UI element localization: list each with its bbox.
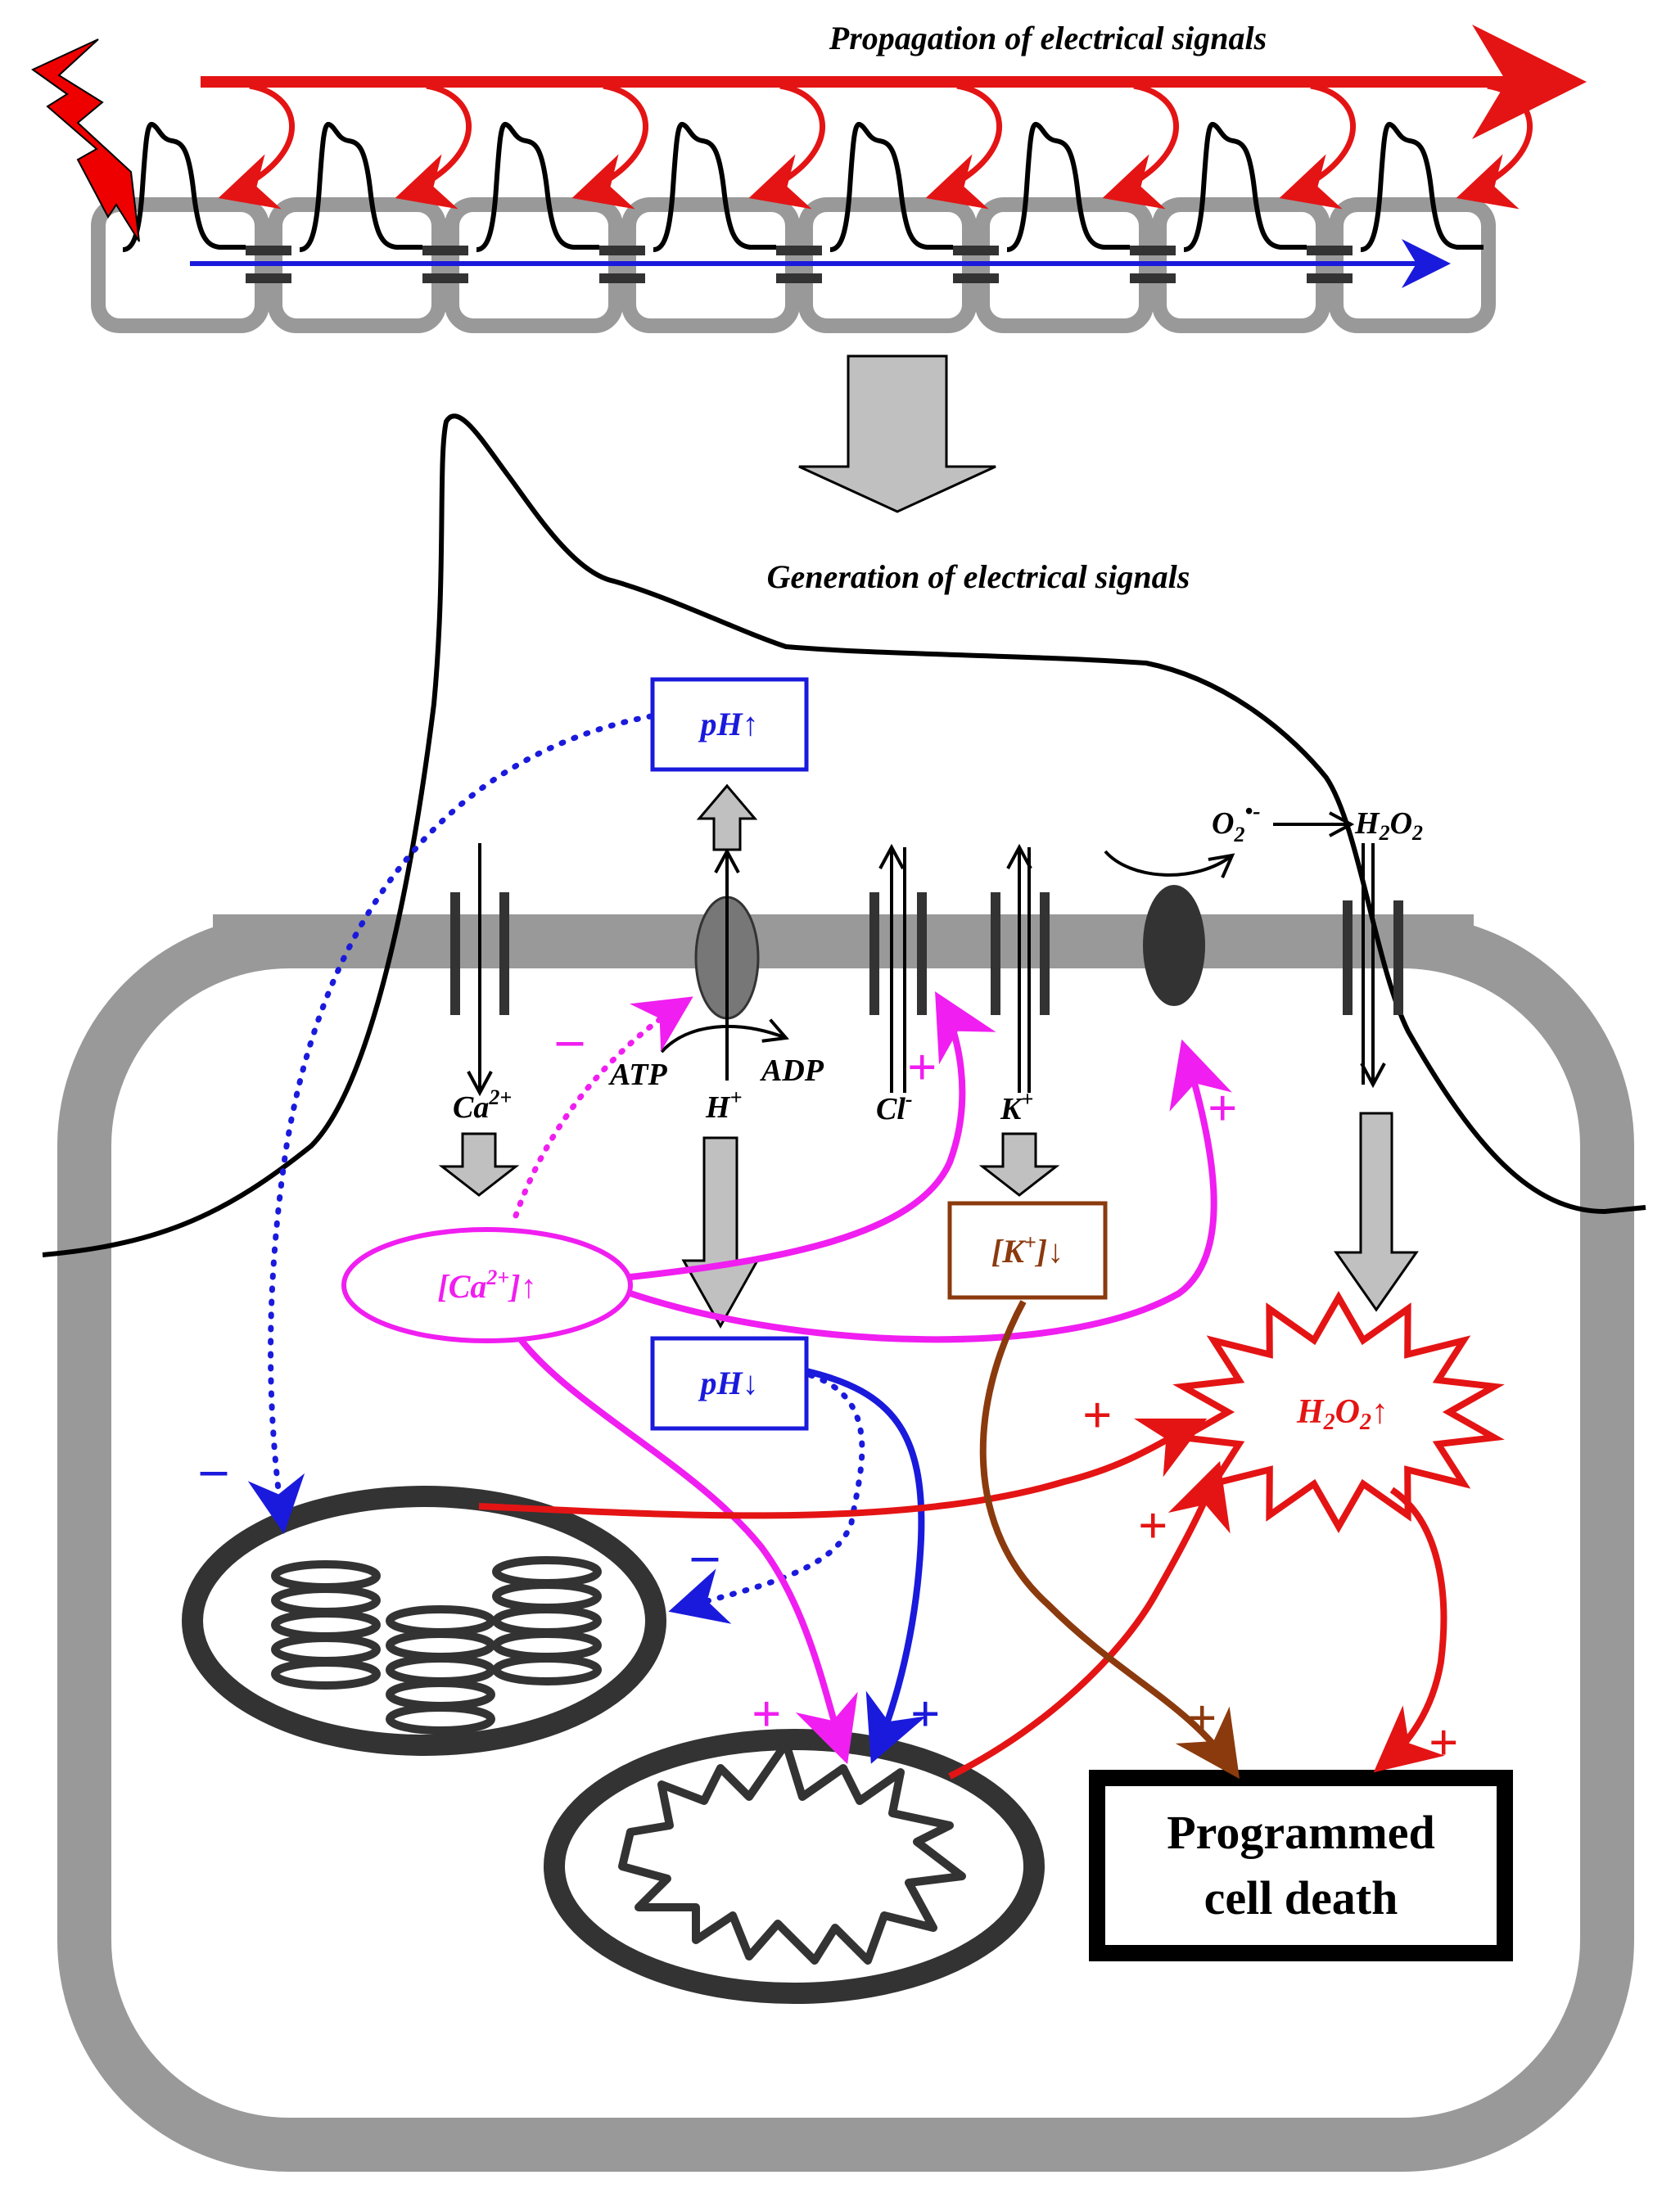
generation-title: Generation of electrical signals [767, 558, 1190, 595]
propagation-curl-arrow [395, 83, 472, 210]
sign-k-pcd: + [1187, 1689, 1217, 1747]
thylakoid-disc [492, 1654, 602, 1685]
ph-up-box: pH↑ [650, 677, 809, 772]
sign-ph-down-chloroplast: – [691, 1525, 719, 1583]
h2o2-influx-block-arrow [1334, 1112, 1419, 1312]
pcd-line2: cell death [1204, 1871, 1398, 1925]
thylakoid-stacks [271, 1556, 602, 1735]
k-channel [991, 847, 1050, 1093]
ph-up-block-arrow [696, 783, 758, 851]
propagation-curl-arrows [218, 83, 1533, 210]
ca-activates-mitochondrion-arrow [517, 1336, 858, 1765]
action-potential-wave [1360, 121, 1484, 252]
sign-ca-activates-cl: + [907, 1038, 937, 1096]
svg-text:[K+]↓: [K+]↓ [991, 1230, 1064, 1270]
sign-mitochondrion-h2o2: + [1138, 1496, 1167, 1555]
ca-activates-nadph-oxidase-arrow [629, 1039, 1232, 1343]
propagation-curl-arrow [218, 83, 296, 210]
chloroplast-to-h2o2-arrow [478, 1418, 1208, 1519]
sign-ca-activates-nadph: + [1208, 1079, 1237, 1137]
h-ion-label: H+ [705, 1085, 742, 1125]
chloroplast [182, 1486, 666, 1756]
cl-channel [869, 847, 927, 1093]
ca-activates-cl-channel-arrow [630, 991, 996, 1280]
propagation-curl-arrow [1279, 83, 1357, 210]
sign-ca-mitochondrion: + [752, 1685, 781, 1743]
svg-text:H2O2↑: H2O2↑ [1296, 1393, 1389, 1435]
propagation-curl-arrow [925, 83, 1003, 210]
propagation-curl-arrow [1456, 83, 1533, 210]
ca-influx-block-arrow [438, 1132, 520, 1197]
k-ion-label: K+ [1000, 1087, 1033, 1126]
h-influx-block-arrow [681, 1136, 760, 1329]
h2o2-label: H2O2 [1354, 806, 1423, 845]
lightning-bolt-icon [31, 38, 140, 242]
ph-up-inhibits-chloroplast-arrow [247, 713, 654, 1534]
superoxide-label: O2•- [1212, 799, 1261, 846]
sign-chloroplast-h2o2: + [1082, 1386, 1112, 1444]
ph-down-activates-mitochondrion-arrow [806, 1368, 927, 1764]
action-potential-wave [122, 121, 246, 252]
propagation-curl-arrow [748, 83, 826, 210]
h2o2-to-pcd-arrow [1373, 1487, 1447, 1773]
pcd-line1: Programmed [1167, 1806, 1435, 1859]
plasmodesmata [246, 246, 1353, 283]
k-conc-down-box: [K+]↓ [947, 1201, 1108, 1300]
atp-label: ATP [608, 1058, 667, 1092]
action-potential-wave [653, 121, 776, 252]
programmed-cell-death-box: Programmed cell death [1089, 1770, 1513, 1961]
action-potential-wave [1183, 121, 1307, 252]
h2o2-up-burst: H2O2↑ [1172, 1290, 1505, 1534]
plasma-membrane [213, 914, 1474, 968]
cell [57, 914, 1634, 2172]
mitochondrion [544, 1729, 1045, 2004]
propagation-curl-arrow [571, 83, 649, 210]
svg-text:pH↓: pH↓ [698, 1365, 758, 1401]
mitochondrion-to-h2o2-arrow [948, 1460, 1231, 1780]
ph-down-box: pH↓ [650, 1336, 809, 1431]
propagation-curl-arrow [1102, 83, 1180, 210]
sign-ca-inhibits-atpase: – [556, 1009, 584, 1067]
k-down-to-pcd-arrow [979, 1300, 1240, 1780]
ph-down-inhibits-chloroplast-arrow [668, 1372, 865, 1624]
cl-ion-label: Cl- [876, 1087, 913, 1126]
propagation-panel: Propagation of electrical signals [31, 20, 1587, 333]
ca-channel [450, 843, 509, 1093]
propagation-title: Propagation of electrical signals [829, 20, 1267, 56]
svg-text:pH↑: pH↑ [698, 706, 758, 742]
action-potential-waves [122, 121, 1484, 252]
thylakoid-disc [271, 1658, 381, 1690]
sign-ph-up-chloroplast: – [200, 1439, 228, 1497]
k-efflux-block-arrow [978, 1132, 1060, 1197]
ca-inhibits-atpase-arrow [513, 996, 693, 1219]
sign-ph-down-mitochondrion: + [910, 1685, 940, 1743]
action-potential-wave [299, 121, 422, 252]
action-potential-wave [476, 121, 599, 252]
action-potential-wave [829, 121, 953, 252]
sign-h2o2-pcd: + [1429, 1713, 1458, 1771]
h2o2-channel [1343, 843, 1403, 1085]
thylakoid-disc [386, 1703, 495, 1735]
generation-block-arrow [798, 354, 996, 513]
mitochondrial-cristae [618, 1740, 966, 1965]
nadph-oxidase [1104, 850, 1232, 1006]
h-atpase [660, 783, 786, 1081]
ca-ion-label: Ca2+ [453, 1085, 512, 1125]
ca-conc-up-ellipse: [Ca2+]↑ [341, 1227, 633, 1343]
adp-label: ADP [760, 1054, 824, 1088]
svg-text:[Ca2+]↑: [Ca2+]↑ [437, 1266, 536, 1305]
action-potential-wave [1006, 121, 1130, 252]
